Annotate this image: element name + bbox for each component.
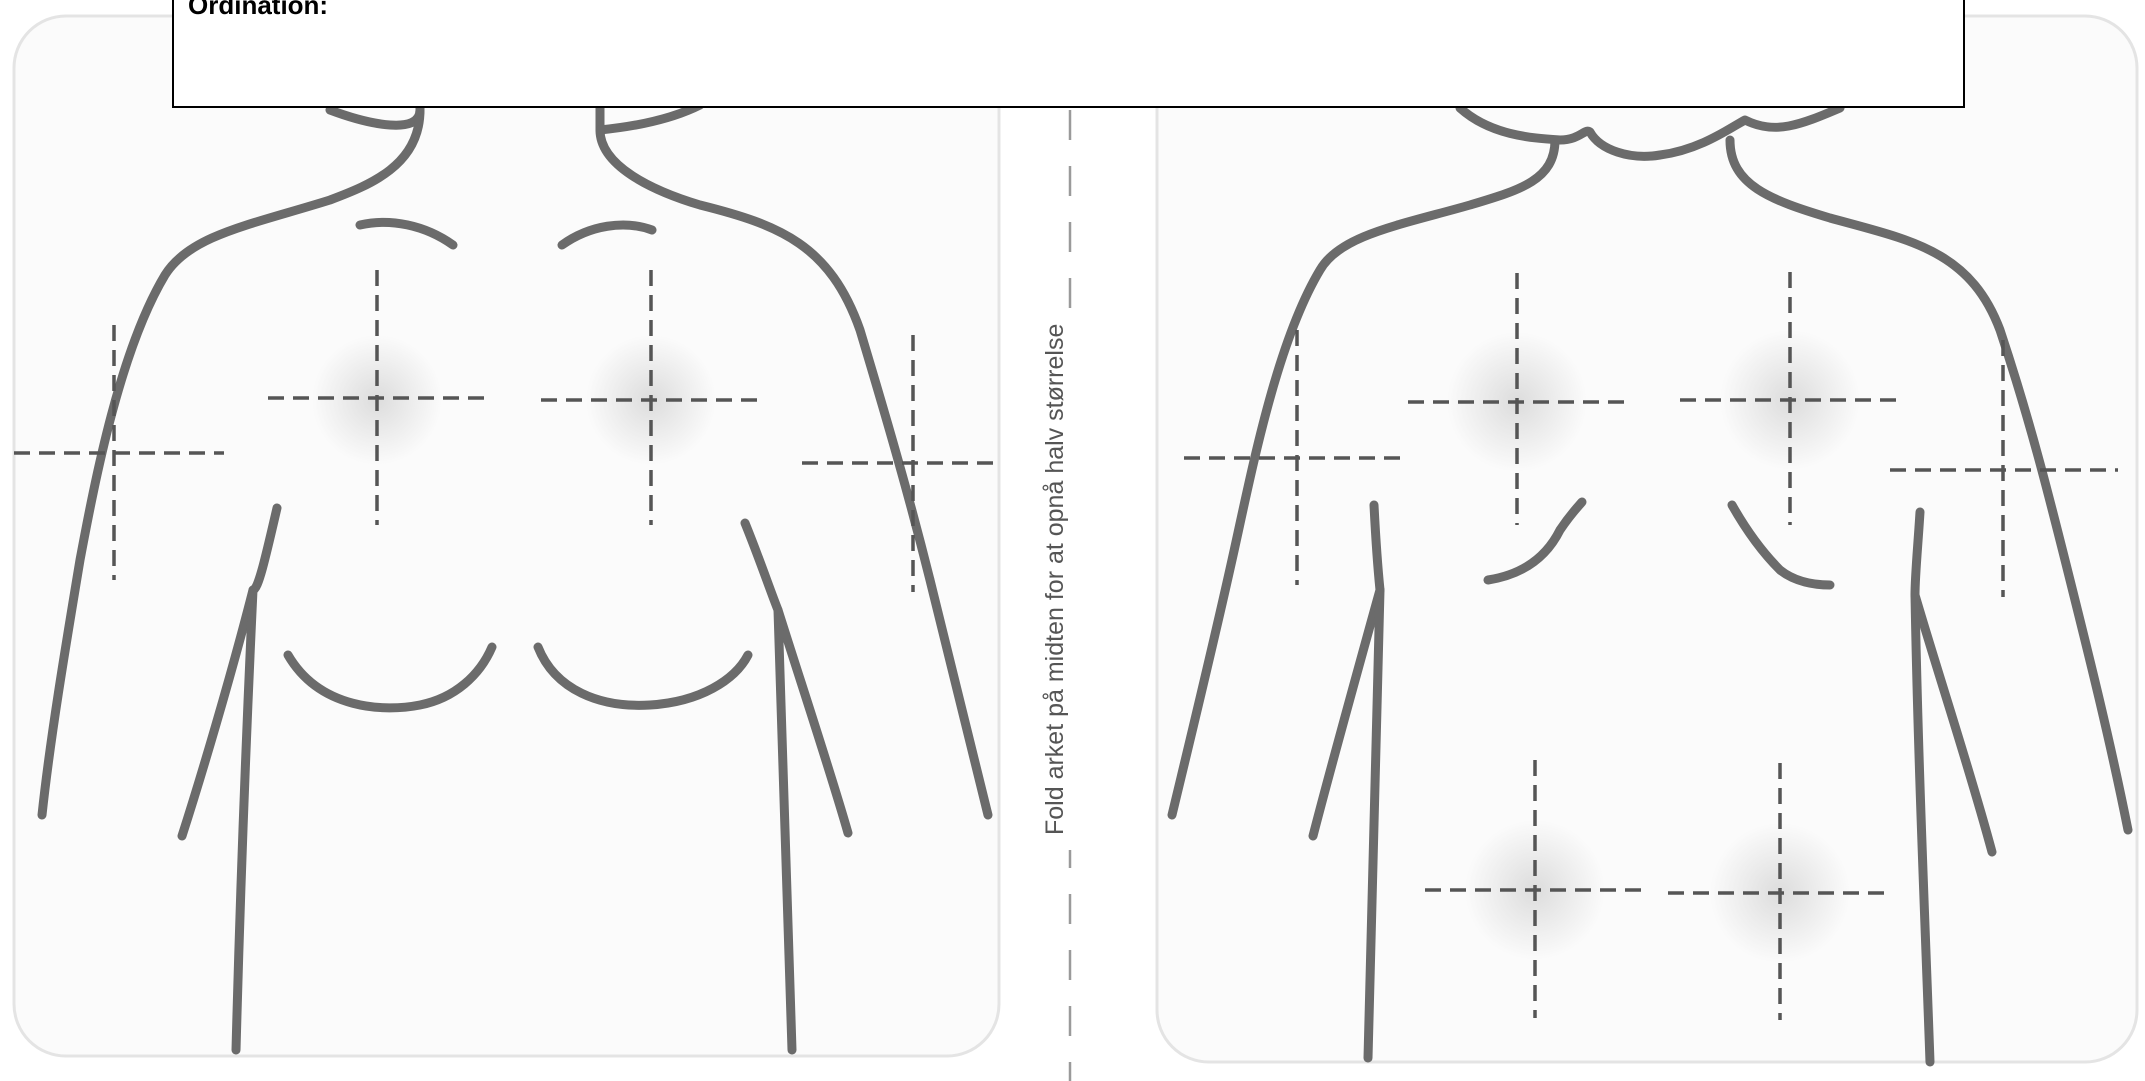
ordination-label: Ordination: — [188, 0, 328, 22]
fold-line: Fold arket på midten for at opnå halv st… — [1040, 110, 1100, 1081]
front-panel-background — [14, 16, 999, 1056]
front-torso-panel — [14, 16, 999, 1056]
ordination-box: Ordination: — [172, 0, 1965, 108]
back-torso-panel — [1157, 16, 2137, 1062]
back-panel-background — [1157, 16, 2137, 1062]
fold-instruction: Fold arket på midten for at opnå halv st… — [1041, 324, 1069, 835]
